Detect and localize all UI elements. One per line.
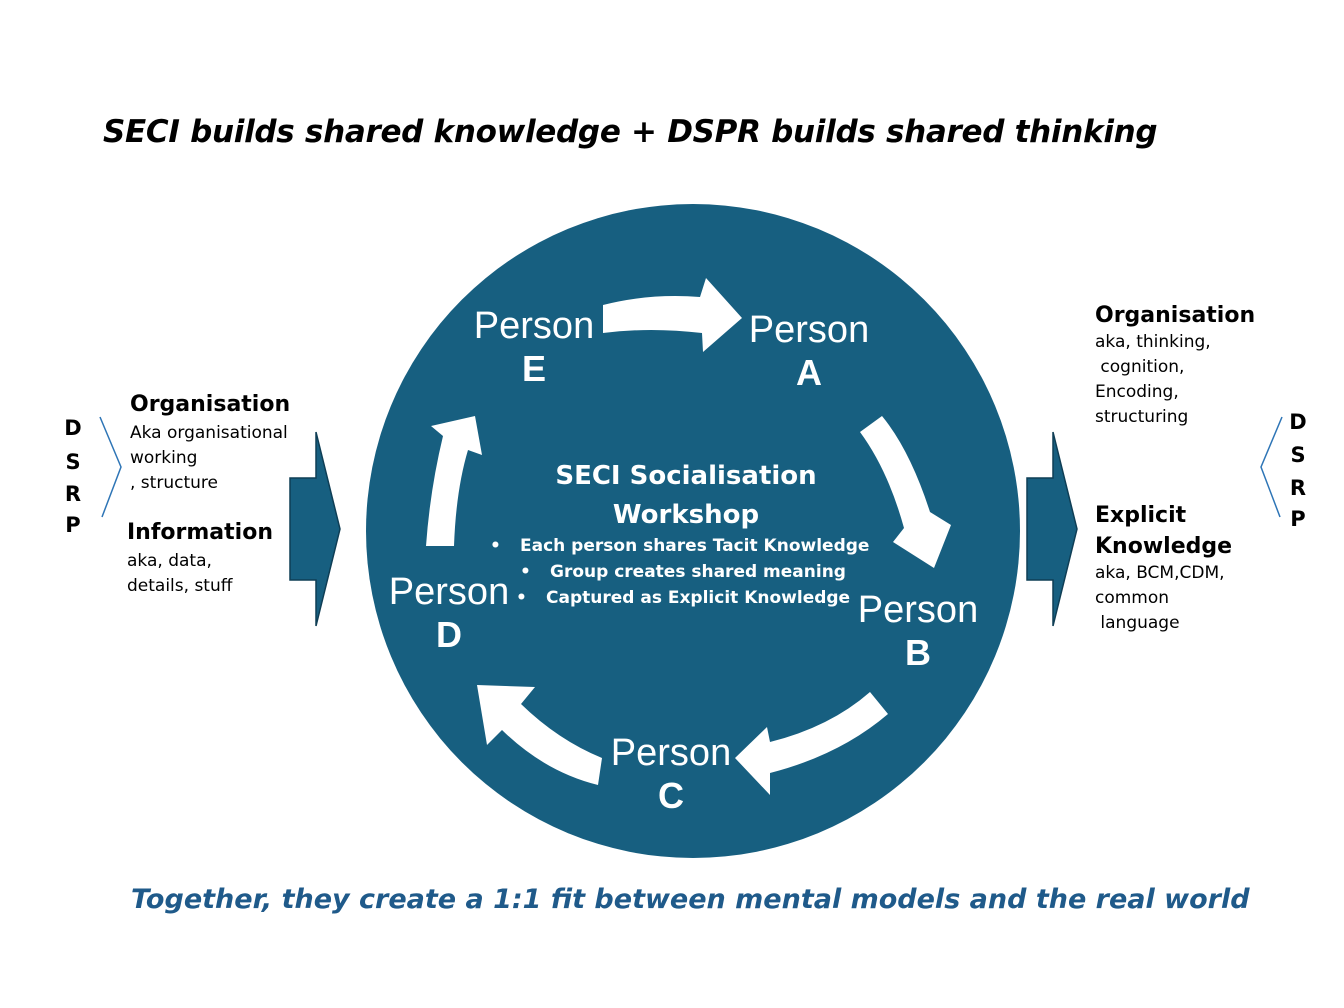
left-dsrp-s: S bbox=[65, 450, 81, 474]
bullet-text: Captured as Explicit Knowledge bbox=[546, 588, 851, 608]
left-organisation-line: Aka organisational bbox=[130, 423, 288, 443]
center-bullet-list: • Each person shares Tacit Knowledge • Gro… bbox=[490, 533, 869, 611]
right-dsrp-r: R bbox=[1289, 476, 1307, 500]
right-explicit-heading-1: Explicit bbox=[1095, 503, 1187, 528]
bullet-dot-icon: • bbox=[490, 536, 501, 556]
page-subtitle: Together, they create a 1:1 fit between … bbox=[131, 884, 1250, 915]
bullet-item: • Captured as Explicit Knowledge bbox=[516, 585, 895, 611]
seci-circle bbox=[366, 204, 1020, 858]
arrow-b-to-c bbox=[735, 692, 888, 795]
bullet-text: Each person shares Tacit Knowledge bbox=[520, 536, 870, 556]
right-explicit-heading-2: Knowledge bbox=[1095, 534, 1233, 559]
left-organisation-block: Organisation Aka organisational working … bbox=[130, 392, 290, 496]
person-d-name: Person bbox=[388, 571, 510, 613]
left-organisation-line: , structure bbox=[130, 473, 218, 493]
person-e: Person E bbox=[449, 305, 619, 391]
left-dsrp-p: P bbox=[65, 513, 81, 537]
person-a-name: Person bbox=[748, 309, 870, 351]
right-organisation-block: Organisation aka, thinking, cognition, E… bbox=[1095, 303, 1255, 430]
person-b-letter: B bbox=[905, 632, 931, 673]
right-organisation-heading: Organisation bbox=[1095, 303, 1256, 328]
right-organisation-line: structuring bbox=[1095, 407, 1189, 427]
person-c-name: Person bbox=[610, 732, 732, 774]
left-information-block: Information aka, data, details, stuff bbox=[127, 520, 273, 599]
right-dsrp-s: S bbox=[1290, 443, 1306, 467]
bullet-item: • Group creates shared meaning bbox=[520, 559, 899, 585]
left-dsrp-d: D bbox=[64, 416, 82, 440]
arrow-e-to-a bbox=[603, 278, 742, 352]
page-title: SECI builds shared knowledge + DSPR buil… bbox=[103, 114, 1158, 150]
right-explicit-block: Explicit Knowledge aka, BCM,CDM, common … bbox=[1095, 503, 1232, 636]
right-dsrp-d: D bbox=[1289, 410, 1307, 434]
bullet-text: Group creates shared meaning bbox=[550, 562, 846, 582]
person-d: Person D bbox=[364, 571, 534, 657]
person-d-letter: D bbox=[436, 614, 462, 655]
person-e-name: Person bbox=[473, 305, 595, 347]
person-a-letter: A bbox=[796, 352, 822, 393]
right-organisation-line: cognition, bbox=[1095, 357, 1185, 377]
left-input-arrow bbox=[289, 431, 341, 627]
bullet-item: • Each person shares Tacit Knowledge bbox=[490, 533, 869, 559]
person-a: Person A bbox=[724, 309, 894, 395]
arrow-c-to-d bbox=[477, 685, 602, 785]
bullet-dot-icon: • bbox=[520, 562, 531, 582]
right-dsrp-p: P bbox=[1290, 507, 1306, 531]
person-c: Person C bbox=[586, 732, 756, 818]
left-dsrp-r: R bbox=[64, 482, 82, 506]
arrow-a-to-b bbox=[860, 416, 951, 568]
person-b-name: Person bbox=[857, 589, 979, 631]
left-information-line: aka, data, bbox=[127, 551, 212, 571]
right-output-arrow bbox=[1026, 431, 1078, 627]
right-organisation-line: Encoding, bbox=[1095, 382, 1179, 402]
right-explicit-line: common bbox=[1095, 588, 1170, 608]
right-explicit-line: aka, BCM,CDM, bbox=[1095, 563, 1225, 583]
right-organisation-line: aka, thinking, bbox=[1095, 332, 1211, 352]
arrow-d-to-e bbox=[426, 416, 482, 546]
person-c-letter: C bbox=[658, 775, 684, 816]
left-organisation-heading: Organisation bbox=[130, 392, 291, 417]
left-information-heading: Information bbox=[127, 520, 273, 545]
left-information-line: details, stuff bbox=[127, 576, 233, 596]
left-bracket bbox=[99, 416, 122, 518]
person-e-letter: E bbox=[521, 348, 546, 389]
left-organisation-line: working bbox=[130, 448, 198, 468]
person-b: Person B bbox=[833, 589, 1003, 675]
center-title: SECI Socialisation Workshop bbox=[555, 461, 817, 530]
right-explicit-line: language bbox=[1095, 613, 1180, 633]
right-bracket bbox=[1260, 416, 1283, 518]
bullet-dot-icon: • bbox=[516, 588, 527, 608]
